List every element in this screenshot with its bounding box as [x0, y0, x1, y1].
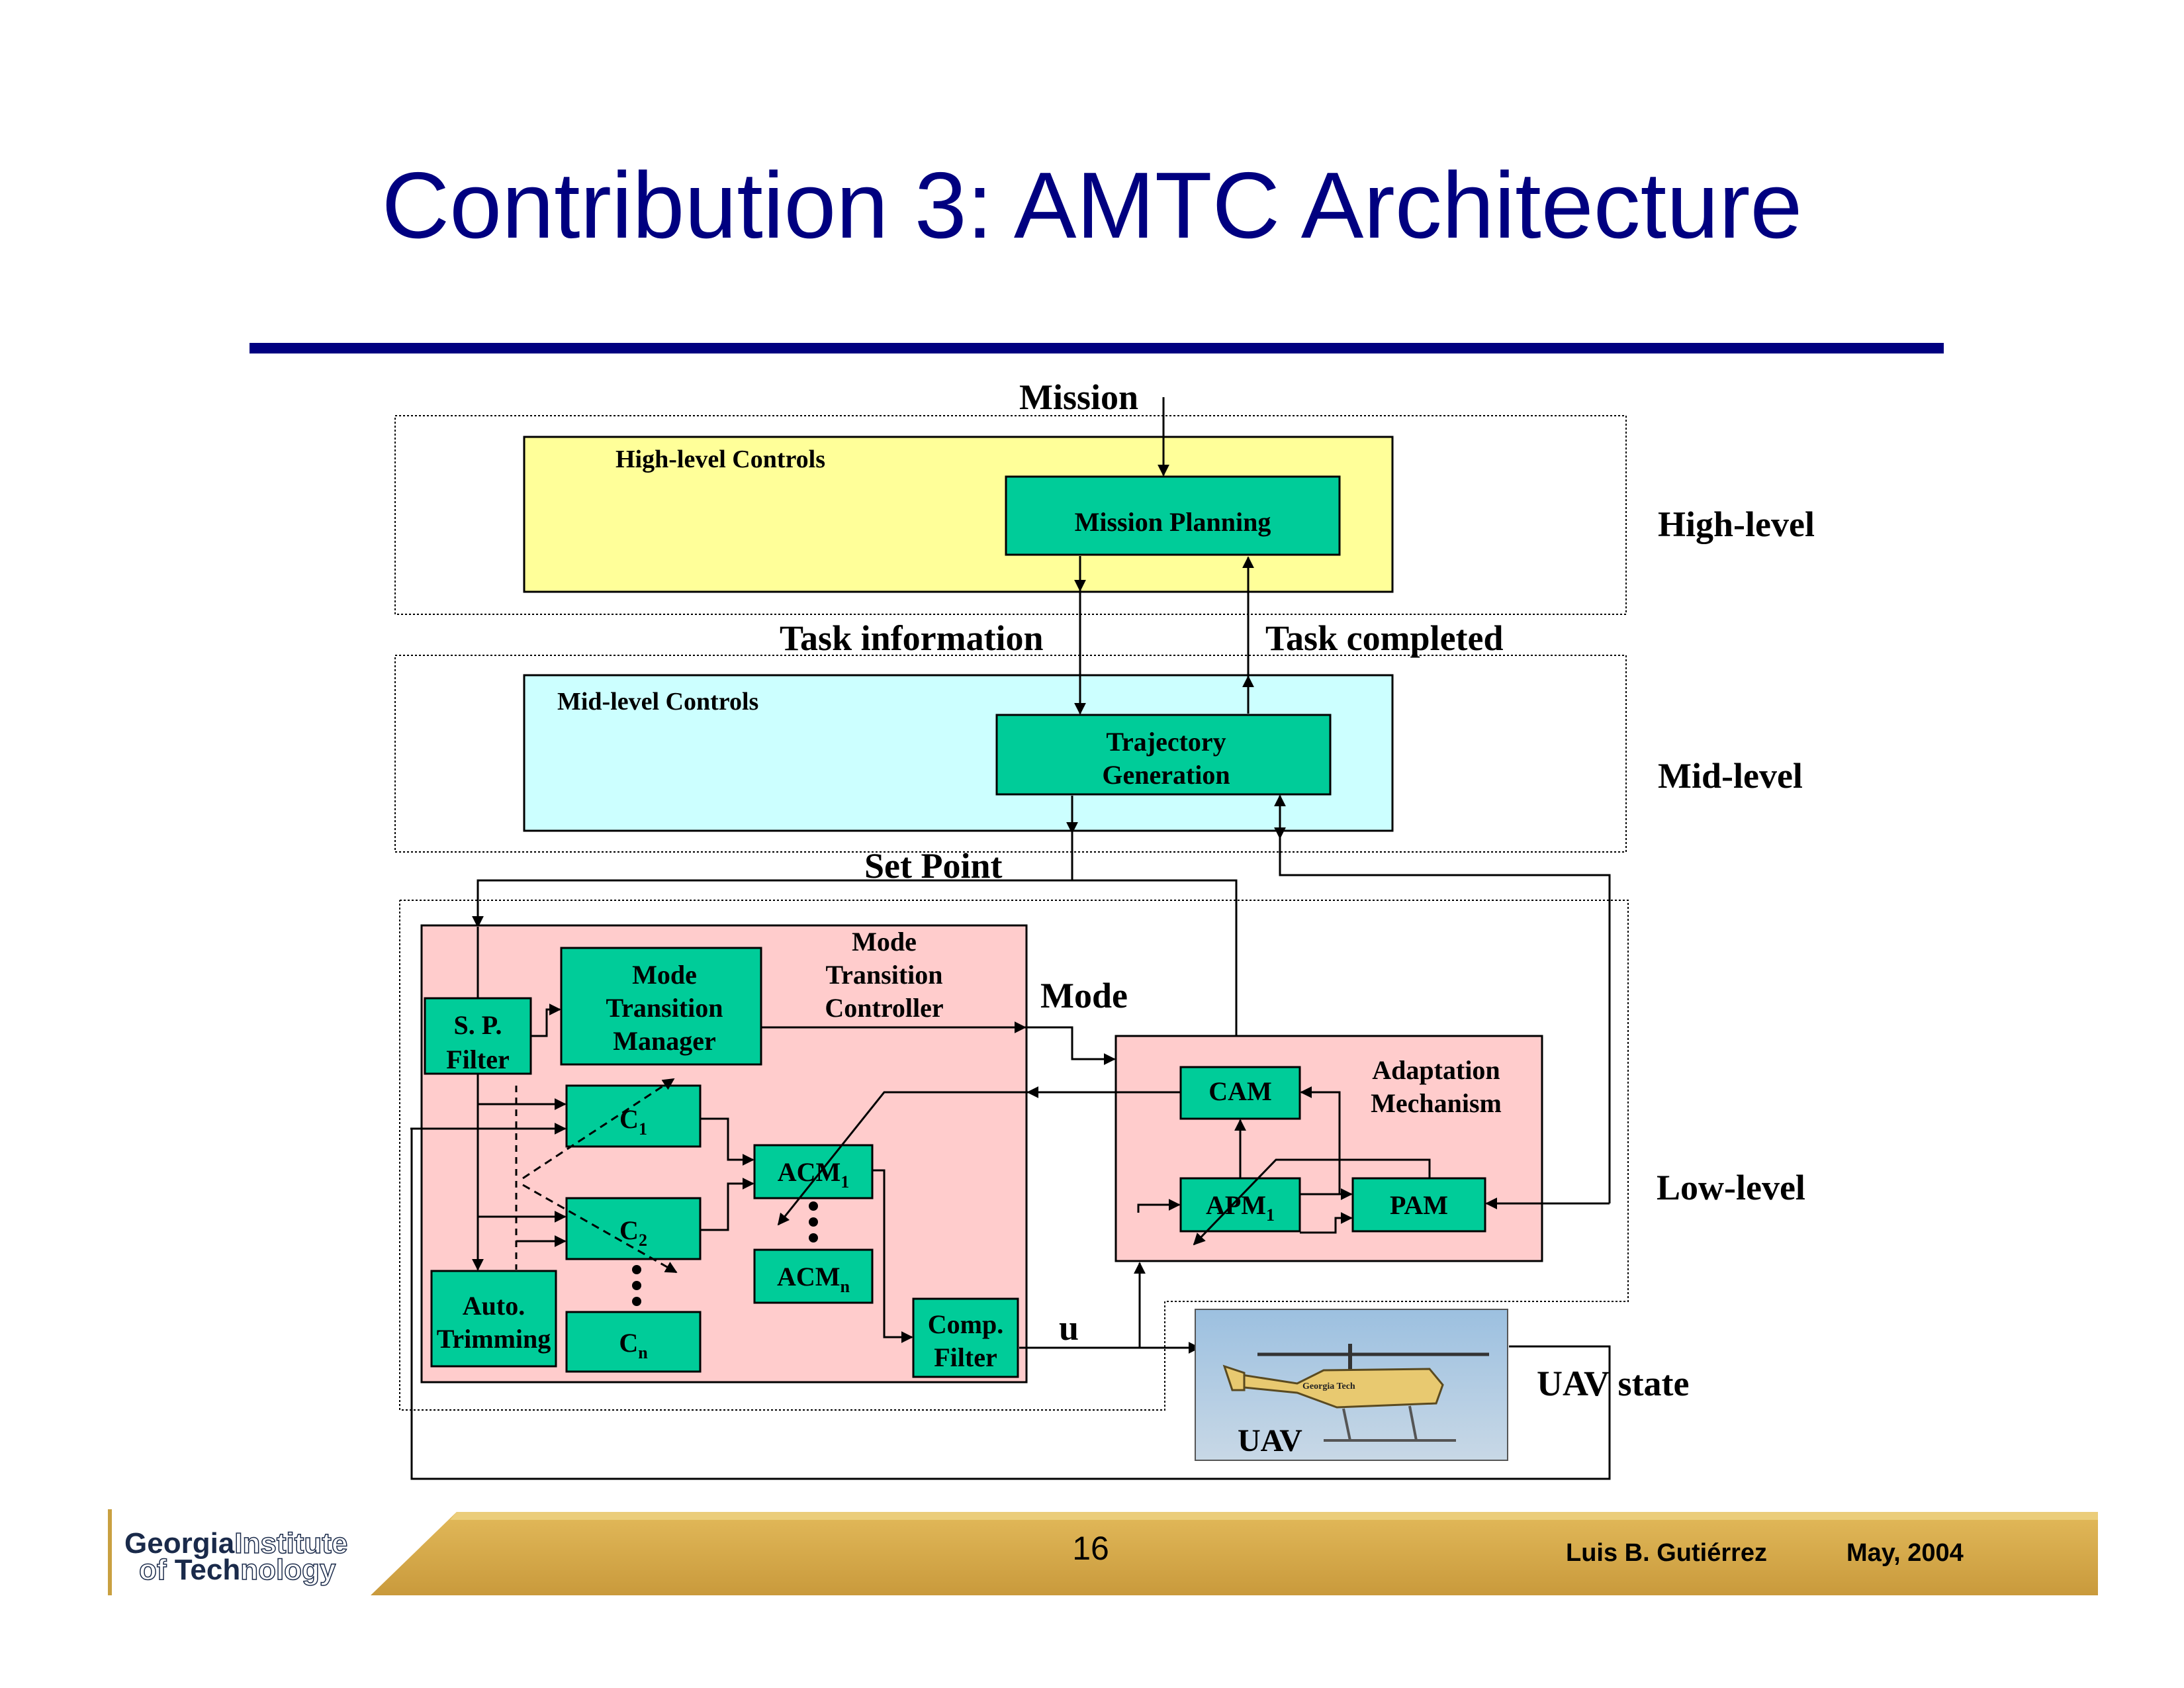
mtm-label-2: Transition	[606, 993, 723, 1023]
page-number: 16	[1072, 1530, 1109, 1567]
acm1-to-comp-filter-line	[872, 1169, 913, 1343]
logo-text-georgia: Georgia	[124, 1527, 235, 1560]
high-level-controls-label: High-level Controls	[615, 445, 825, 473]
footer-band-highlight	[450, 1512, 2098, 1520]
uav-photo-text: Georgia Tech	[1302, 1382, 1355, 1391]
c-ellipsis-dot	[632, 1265, 641, 1274]
u-label: u	[1059, 1308, 1079, 1348]
high-level-tag: High-level	[1658, 504, 1815, 544]
author: Luis B. Gutiérrez	[1566, 1539, 1767, 1567]
mission-planning-block	[1005, 475, 1341, 556]
mode-to-adaptation-line	[1025, 1026, 1116, 1065]
c1-block	[565, 1084, 702, 1148]
cam-to-acm-diagonal	[777, 1091, 1181, 1226]
mission-label: Mission	[1019, 377, 1138, 417]
mode-transition-manager-block	[560, 947, 762, 1066]
svg-text:of Technology: of Technology	[139, 1554, 336, 1586]
logo-text-institute: Institute	[234, 1527, 347, 1560]
pam-label: PAM	[1390, 1190, 1448, 1220]
mtm-label-1: Mode	[632, 960, 697, 990]
auto-trimming-block	[430, 1270, 557, 1368]
auto-trimming-label-2: Trimming	[437, 1324, 551, 1354]
trajectory-generation-block	[995, 714, 1332, 796]
apm1-to-pam-lower	[1300, 1212, 1353, 1234]
sp-to-mtm-line	[531, 1004, 561, 1037]
set-point-to-cam-line	[1072, 879, 1242, 1068]
sp-filter-label-2: Filter	[446, 1045, 510, 1074]
mid-level-tag: Mid-level	[1658, 756, 1803, 796]
task-completed-label: Task completed	[1265, 618, 1504, 658]
mtm-to-c1-dashed	[522, 1078, 675, 1180]
acm1-label: ACM1	[778, 1157, 850, 1192]
mtc-label-1: Mode	[852, 927, 917, 957]
cam-label: CAM	[1208, 1076, 1272, 1106]
c-ellipsis-dot	[632, 1281, 641, 1290]
mission-planning-label: Mission Planning	[1075, 507, 1271, 537]
acmn-label: ACMn	[777, 1262, 850, 1296]
set-point-label: Set Point	[864, 846, 1003, 886]
acm-ellipsis-dot	[809, 1233, 818, 1243]
uav-label: UAV	[1238, 1423, 1302, 1458]
c-ellipsis-dot	[632, 1297, 641, 1306]
high-level-region	[394, 415, 1627, 615]
mid-level-region	[394, 655, 1627, 853]
georgia-tech-logo: GeorgiaInstitute of Technology	[108, 1509, 348, 1595]
apm1-block	[1179, 1177, 1301, 1233]
trajectory-generation-label-2: Generation	[1102, 760, 1230, 790]
acm-ellipsis-dot	[809, 1217, 818, 1227]
sp-filter-label-1: S. P.	[453, 1010, 502, 1040]
c1-to-acm1-line	[700, 1117, 754, 1166]
mode-label: Mode	[1040, 976, 1128, 1015]
low-level-tag: Low-level	[1657, 1168, 1805, 1207]
uav-state-label: UAV state	[1537, 1364, 1690, 1403]
date: May, 2004	[1846, 1539, 1964, 1567]
mid-level-controls-label: Mid-level Controls	[557, 688, 758, 716]
acmn-block	[753, 1248, 874, 1304]
mtc-label-2: Transition	[825, 960, 942, 990]
logo-text-of: of	[139, 1554, 175, 1586]
cn-label: Cn	[619, 1328, 648, 1362]
sp-filter-block	[424, 997, 532, 1075]
svg-text:GeorgiaInstitute: GeorgiaInstitute	[124, 1527, 347, 1560]
title-rule	[250, 343, 1944, 353]
pam-feedback-loop	[1193, 1158, 1431, 1246]
cn-block	[565, 1311, 702, 1373]
acm1-block	[753, 1144, 874, 1199]
adaptation-mechanism-label-2: Mechanism	[1371, 1088, 1502, 1118]
mtm-to-c2-dashed	[522, 1184, 678, 1274]
uav-state-line	[410, 1129, 1611, 1480]
comp-filter-label-2: Filter	[934, 1342, 997, 1372]
low-level-region	[399, 900, 1629, 1411]
am-in-line	[1137, 1199, 1181, 1213]
c2-to-acm1-line	[700, 1178, 754, 1231]
c2-label: C2	[619, 1215, 647, 1250]
set-point-line	[472, 833, 1073, 928]
comp-filter-label-1: Comp.	[928, 1309, 1003, 1339]
adaptation-mechanism-label-1: Adaptation	[1372, 1055, 1500, 1085]
task-information-label: Task information	[780, 618, 1044, 658]
comp-filter-block	[912, 1297, 1019, 1378]
uav-photo: Georgia Tech UAV	[1195, 1309, 1508, 1461]
footer-band	[371, 1512, 2098, 1595]
c2-block	[565, 1197, 702, 1260]
mtm-label-3: Manager	[613, 1026, 716, 1056]
slide-title: Contribution 3: AMTC Architecture	[381, 153, 1803, 258]
acm-ellipsis-dot	[809, 1201, 818, 1211]
apm1-label: APM1	[1206, 1190, 1275, 1225]
logo-text-nology: nology	[240, 1554, 336, 1586]
logo-text-tech: Tech	[175, 1554, 240, 1586]
pam-block	[1351, 1177, 1486, 1233]
auto-trimming-label-1: Auto.	[463, 1291, 525, 1321]
mtc-label-3: Controller	[825, 993, 943, 1023]
trajectory-generation-label-1: Trajectory	[1106, 727, 1226, 757]
